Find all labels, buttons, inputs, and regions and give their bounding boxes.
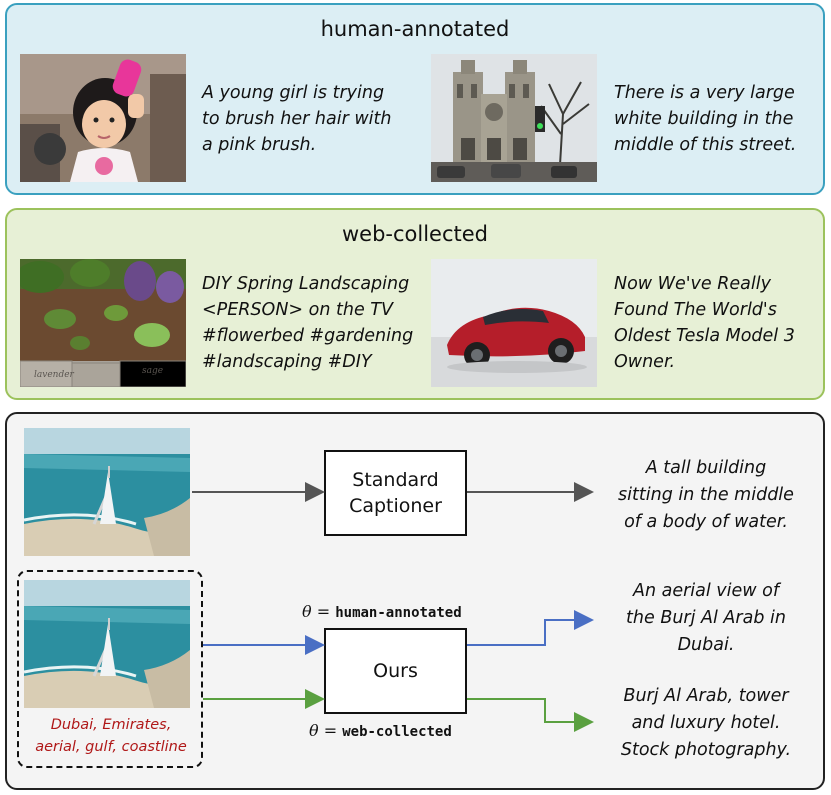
burj-aerial-photo-bottom <box>24 580 190 708</box>
image-with-tags-group <box>17 570 203 768</box>
cathedral-caption: There is a very large white building in … <box>614 83 797 155</box>
girl-brushing-photo <box>20 54 186 182</box>
standard-captioner-label-line2: Captioner <box>349 495 442 517</box>
standard-captioner-box: Standard Captioner <box>324 450 467 536</box>
ours-label: Ours <box>373 660 418 682</box>
web-collected-title: web-collected <box>341 222 488 246</box>
lavender-stone-label: lavender <box>34 370 75 380</box>
human-annotated-title: human-annotated <box>320 17 510 41</box>
theta-human-annotated-label: θ = human-annotated <box>302 602 462 621</box>
sage-stone-label: sage <box>142 366 163 376</box>
burj-aerial-photo-top <box>24 428 190 556</box>
ours-box: Ours <box>324 628 467 714</box>
standard-captioner-label-line1: Standard <box>352 469 439 491</box>
girl-caption: A young girl is trying to brush her hair… <box>202 83 392 155</box>
red-tesla-photo <box>431 259 597 387</box>
ours-web-caption-output: Burj Al Arab, tower and luxury hotel. St… <box>620 686 792 760</box>
cathedral-street-photo <box>431 54 597 182</box>
standard-caption-output: A tall building sitting in the middle of… <box>618 458 794 532</box>
ours-human-caption-output: An aerial view of the Burj Al Arab in Du… <box>626 581 786 655</box>
ours-to-human-caption-arrow <box>467 610 594 646</box>
tesla-caption: Now We've Really Found The World's Oldes… <box>614 274 795 372</box>
theta-web-collected-label: θ = web-collected <box>309 721 452 740</box>
image-tags: Dubai, Emirates, aerial, gulf, coastline <box>35 717 187 755</box>
garden-caption: DIY Spring Landscaping <PERSON> on the T… <box>202 274 414 372</box>
garden-bed-photo: lavender sage <box>20 259 186 387</box>
ours-to-web-caption-arrow <box>467 698 594 732</box>
